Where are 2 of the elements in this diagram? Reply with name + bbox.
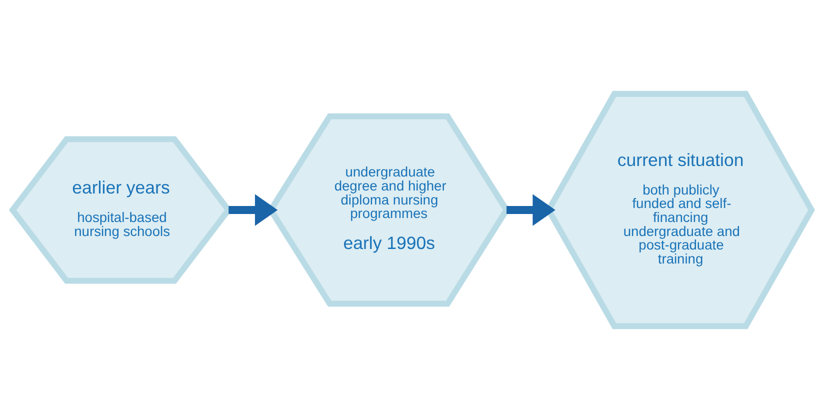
arrow: [506, 194, 556, 226]
arrow: [228, 194, 278, 226]
